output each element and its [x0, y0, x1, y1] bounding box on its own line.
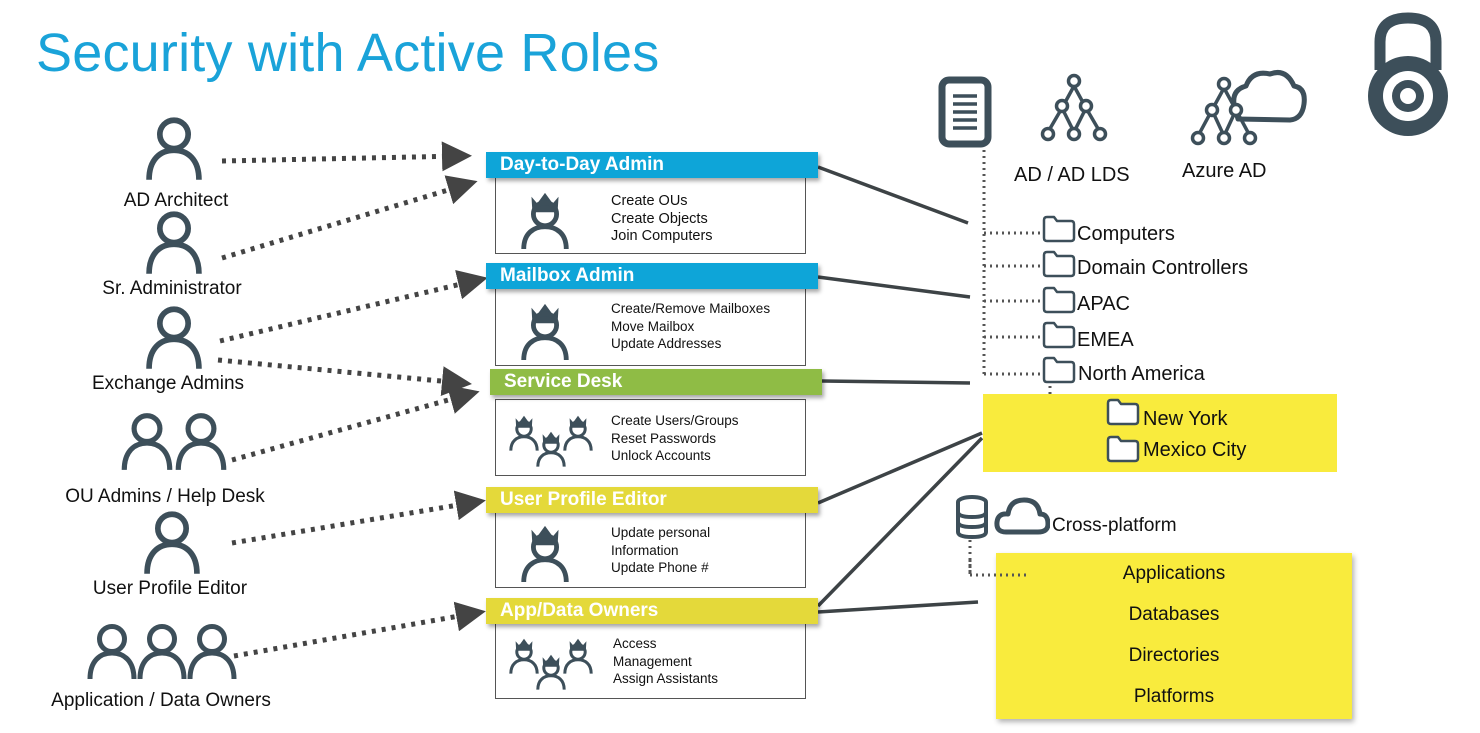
platform-applications: Applications [1122, 563, 1226, 584]
cross-platform-list: Applications Databases Directories Platf… [996, 553, 1352, 719]
permission-item: Join Computers [611, 228, 713, 244]
role-card-mailbox: Create/Remove Mailboxes Move Mailbox Upd… [495, 287, 806, 366]
azure-cloud-tree-icon [1190, 70, 1307, 146]
role-header-mailbox-admin: Mailbox Admin [486, 263, 818, 289]
azure-ad-label: Azure AD [1182, 160, 1267, 182]
platform-directories: Directories [1128, 645, 1220, 666]
two-people-icon [116, 410, 232, 474]
ou-apac: APAC [1077, 293, 1130, 315]
folder-icon [1106, 398, 1140, 426]
arrow-ou-admins [231, 384, 480, 463]
sub-ou-highlight [983, 394, 1337, 472]
role-connectors [816, 165, 984, 614]
role-header-app-data-owners: App/Data Owners [486, 598, 818, 624]
role-permissions: Create OUs Create Objects Join Computers [611, 193, 713, 246]
cross-platform-label: Cross-platform [1052, 515, 1177, 536]
permission-item: Update personal [611, 525, 711, 540]
permission-item: Access [613, 636, 657, 651]
permission-item: Move Mailbox [611, 318, 695, 334]
person-label-user-profile-editor: User Profile Editor [92, 578, 248, 599]
arrow-architect [221, 141, 472, 172]
arrow-sr-admin [221, 175, 478, 261]
arrow-exchange-mailbox [219, 270, 488, 344]
ad-lds-label: AD / AD LDS [1014, 164, 1130, 186]
person-icon [138, 508, 206, 576]
role-card-day-to-day: Create OUs Create Objects Join Computers [495, 176, 806, 254]
person-icon [140, 303, 208, 371]
role-card-app-data-owners: Access Management Assign Assistants [495, 622, 806, 699]
permission-item: Create OUs [611, 193, 688, 209]
folder-icon [1042, 286, 1076, 314]
permission-item: Management [613, 653, 692, 669]
crowned-user-icon [516, 298, 574, 362]
page-title: Security with Active Roles [36, 23, 660, 83]
directory-tree-icon [1040, 73, 1108, 142]
three-people-icon [82, 620, 242, 684]
platform-databases: Databases [1128, 604, 1220, 625]
person-label-sr-administrator: Sr. Administrator [102, 278, 242, 299]
ou-domain-controllers: Domain Controllers [1077, 257, 1249, 279]
platform-platforms: Platforms [1133, 686, 1215, 707]
role-permissions: Create Users/Groups Reset Passwords Unlo… [611, 412, 739, 465]
permission-item: Create Objects [611, 210, 708, 227]
folder-icon [1042, 321, 1076, 349]
role-permissions: Create/Remove Mailboxes Move Mailbox Upd… [611, 300, 770, 353]
permission-item: Update Addresses [611, 336, 722, 351]
person-label-app-owners: Application / Data Owners [51, 690, 271, 711]
cross-platform-connector [968, 560, 1028, 577]
ou-emea: EMEA [1077, 329, 1134, 351]
ou-computers: Computers [1077, 223, 1175, 245]
permission-item: Update Phone # [611, 560, 709, 575]
ou-new-york: New York [1143, 408, 1228, 430]
permission-item: Information [611, 542, 679, 558]
person-icon [140, 114, 208, 182]
role-header-service-desk: Service Desk [490, 369, 822, 395]
person-icon [140, 208, 208, 276]
role-header-user-profile-editor: User Profile Editor [486, 487, 818, 513]
folder-icon [1042, 250, 1076, 278]
ou-north-america: North America [1078, 363, 1205, 385]
permission-item: Create/Remove Mailboxes [611, 301, 771, 316]
permission-item: Assign Assistants [613, 671, 719, 686]
role-card-service-desk: Create Users/Groups Reset Passwords Unlo… [495, 399, 806, 476]
role-permissions: Access Management Assign Assistants [613, 635, 718, 688]
cloud-icon [994, 497, 1050, 535]
permission-item: Create Users/Groups [611, 413, 739, 428]
padlock-icon [1368, 12, 1448, 136]
arrow-profile-editor [231, 490, 486, 546]
role-permissions: Update personal Information Update Phone… [611, 524, 710, 577]
folder-icon [1042, 356, 1076, 384]
role-header-day-to-day-admin: Day-to-Day Admin [486, 152, 818, 178]
folder-icon [1042, 215, 1076, 243]
arrow-app-owners [233, 601, 486, 659]
crowned-user-icon [516, 520, 574, 584]
person-label-exchange-admins: Exchange Admins [91, 373, 245, 394]
permission-item: Unlock Accounts [611, 448, 711, 463]
assignment-arrows [217, 141, 488, 659]
person-label-ad-architect: AD Architect [123, 190, 229, 211]
crowned-group-icon [509, 414, 593, 469]
arrow-exchange-service [217, 357, 472, 397]
folder-icon [1106, 435, 1140, 463]
role-card-user-profile-editor: Update personal Information Update Phone… [495, 511, 806, 588]
crowned-user-icon [516, 187, 574, 251]
database-icon [956, 495, 988, 540]
permission-item: Reset Passwords [611, 430, 717, 446]
ou-mexico-city: Mexico City [1143, 439, 1247, 461]
person-label-ou-admins: OU Admins / Help Desk [65, 486, 265, 507]
crowned-group-icon [509, 637, 593, 692]
server-icon [938, 76, 992, 148]
